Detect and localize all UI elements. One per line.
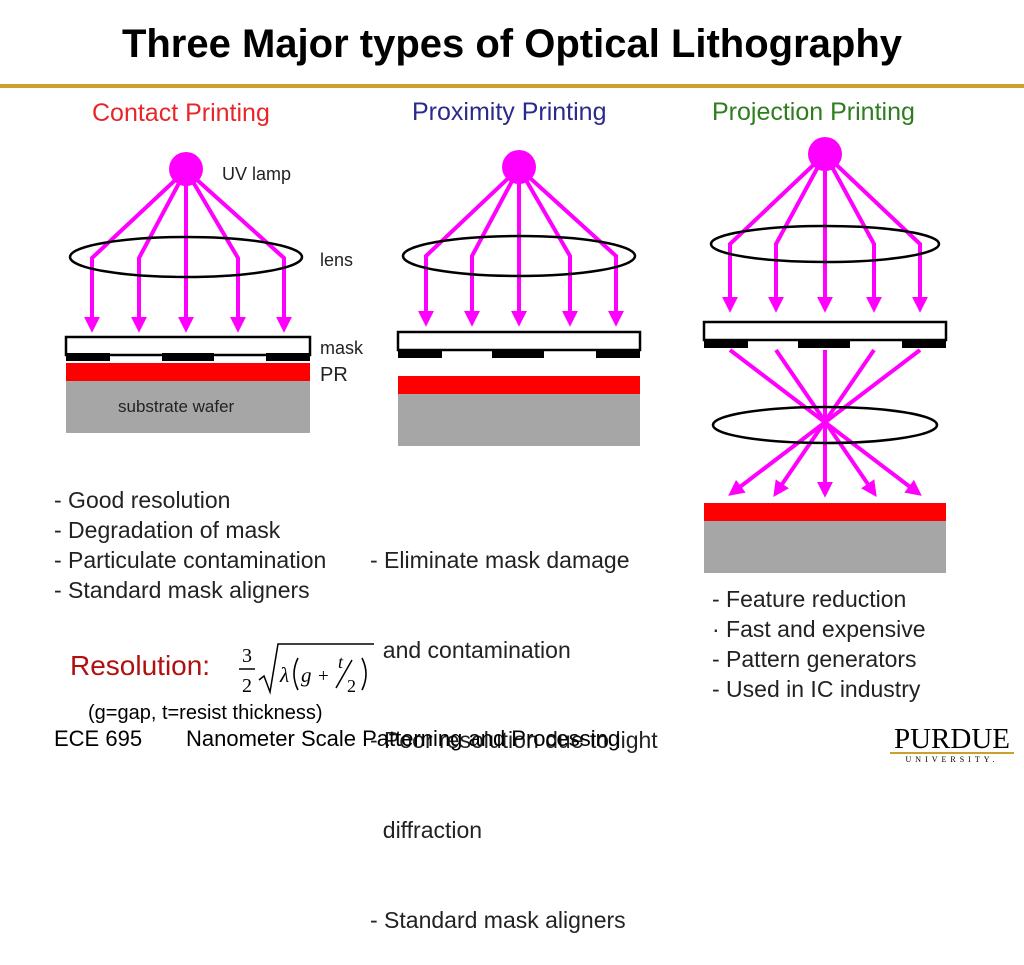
uv-lamp-icon <box>169 152 203 186</box>
footer-subject: Nanometer Scale Patterning and Processin… <box>186 726 621 751</box>
resolution-label: Resolution: <box>70 650 211 681</box>
list-item: - Poor resolution due to light <box>370 727 658 753</box>
list-item: and contamination <box>370 637 571 663</box>
resist-layer <box>398 376 640 394</box>
list-item: - Eliminate mask damage <box>370 547 630 573</box>
lens-icon <box>401 234 637 278</box>
list-item: - Standard mask aligners <box>54 577 310 603</box>
proximity-printing-bullets: - Eliminate mask damage and contaminatio… <box>370 485 658 965</box>
mask-icon <box>396 330 642 352</box>
list-item: · Fast and expensive <box>712 616 926 642</box>
list-item: - Feature reduction <box>712 586 907 612</box>
lens-icon <box>68 235 304 279</box>
lens-icon <box>709 224 941 264</box>
formula-lambda: λ <box>279 663 289 687</box>
substrate-wafer <box>66 381 310 433</box>
list-item: - Used in IC industry <box>712 676 921 702</box>
projection-printing-bullets: - Feature reduction · Fast and expensive… <box>712 584 926 704</box>
formula-plus: + <box>318 666 329 687</box>
formula-denominator: 2 <box>242 675 252 697</box>
title-rule <box>0 84 1024 88</box>
contact-printing-diagram <box>64 152 312 433</box>
footer-course: ECE 695 <box>54 726 143 751</box>
mask-label: mask <box>320 338 364 358</box>
list-item: - Pattern generators <box>712 646 917 672</box>
uv-lamp-icon <box>808 137 842 171</box>
formula-two: 2 <box>347 676 356 696</box>
list-item: - Degradation of mask <box>54 517 281 543</box>
list-item: diffraction <box>370 817 483 843</box>
resolution-formula: 3 2 λ g + t 2 <box>239 643 374 697</box>
projection-printing-title: Projection Printing <box>712 98 915 126</box>
projection-lens-icon <box>711 405 939 445</box>
lithography-diagrams <box>64 137 948 573</box>
resist-layer <box>704 503 946 521</box>
uv-lamp-label: UV lamp <box>222 164 292 184</box>
list-item: - Standard mask aligners <box>370 907 626 933</box>
mask-icon <box>64 335 312 357</box>
formula-g: g <box>301 663 312 687</box>
resist-layer <box>66 363 310 381</box>
contact-printing-title: Contact Printing <box>92 99 270 127</box>
formula-numerator: 3 <box>242 645 252 667</box>
resolution-note: (g=gap, t=resist thickness) <box>88 702 323 724</box>
proximity-printing-diagram <box>396 150 642 446</box>
mask-icon <box>702 320 948 342</box>
pr-label: PR <box>320 364 348 386</box>
purdue-logo: PURDUE UNIVERSITY. <box>890 723 1014 764</box>
formula-t: t <box>338 652 344 672</box>
list-item: - Good resolution <box>54 487 231 513</box>
proximity-printing-title: Proximity Printing <box>412 98 607 126</box>
svg-text:PURDUE: PURDUE <box>894 723 1010 755</box>
substrate-wafer <box>704 521 946 573</box>
sqrt-icon <box>258 643 374 695</box>
substrate-label: substrate wafer <box>118 397 235 416</box>
contact-printing-bullets: - Good resolution - Degradation of mask … <box>54 485 326 605</box>
uv-lamp-icon <box>502 150 536 184</box>
svg-text:UNIVERSITY.: UNIVERSITY. <box>906 755 999 764</box>
projection-printing-diagram <box>702 137 948 573</box>
list-item: - Particulate contamination <box>54 547 327 573</box>
substrate-wafer <box>398 394 640 446</box>
lens-label: lens <box>320 250 354 270</box>
slide-title: Three Major types of Optical Lithography <box>121 22 903 66</box>
